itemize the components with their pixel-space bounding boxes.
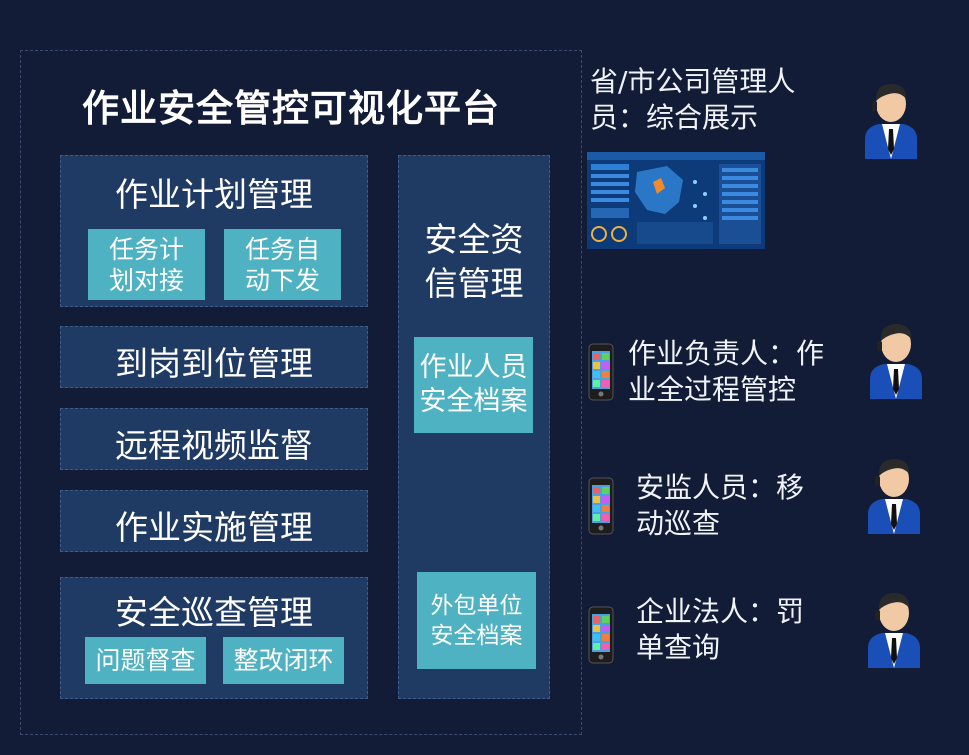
person-icon [868, 459, 920, 534]
sub-task-auto-dispatch: 任务自动下发 [224, 229, 341, 300]
module-label: 作业计划管理 [115, 175, 313, 214]
role-line: 安监人员：移 [636, 471, 805, 504]
module-safety-patrol: 安全巡查管理 问题督查 整改闭环 [60, 577, 368, 699]
phone-icon [588, 343, 614, 401]
sub-task-plan-docking: 任务计划对接 [88, 229, 205, 300]
sub-line: 作业人员 [419, 352, 528, 383]
module-remote-video: 远程视频监督 [60, 408, 368, 470]
sub-line: 安全档案 [430, 622, 523, 649]
sub-line: 外包单位 [430, 592, 523, 619]
platform-title: 作业安全管控可视化平台 [82, 87, 500, 130]
sub-contractor-archive: 外包单位安全档案 [417, 572, 536, 669]
dashboard-screen-icon [587, 152, 765, 249]
sub-line: 安全档案 [419, 386, 528, 417]
sub-line: 划对接 [108, 265, 184, 295]
person-icon [868, 593, 920, 668]
module-label: 远程视频监督 [115, 426, 313, 465]
role-line: 单查询 [636, 631, 721, 664]
role-text-legal-person: 企业法人：罚 单查询 [636, 594, 804, 666]
person-icon [870, 324, 922, 399]
module-plan-management: 作业计划管理 任务计划对接 任务自动下发 [60, 155, 368, 307]
label-line: 信管理 [424, 264, 524, 303]
module-onsite-management: 到岗到位管理 [60, 326, 368, 388]
role-line: 动巡查 [636, 507, 721, 540]
sub-problem-supervision: 问题督查 [85, 637, 206, 684]
module-label: 安全巡查管理 [115, 593, 313, 632]
sub-line: 任务计 [108, 234, 184, 264]
role-line: 企业法人：罚 [636, 595, 805, 628]
role-line: 业全过程管控 [628, 373, 797, 406]
role-line: 省/市公司管理人 [590, 65, 796, 98]
sub-worker-archive: 作业人员安全档案 [414, 337, 533, 433]
module-safety-info: 安全资 信管理 作业人员安全档案 外包单位安全档案 [398, 155, 550, 699]
phone-icon [588, 606, 614, 664]
person-icon [865, 84, 917, 159]
sub-line: 问题督查 [95, 646, 196, 675]
sub-rectification-loop: 整改闭环 [223, 637, 344, 684]
platform-frame [20, 50, 582, 735]
label-line: 安全资 [424, 220, 524, 259]
sub-line: 任务自 [244, 234, 320, 264]
role-line: 作业负责人：作 [628, 337, 825, 370]
role-text-safety-inspector: 安监人员：移 动巡查 [636, 470, 804, 542]
module-label: 到岗到位管理 [115, 344, 313, 383]
role-text-manager: 省/市公司管理人 员：综合展示 [590, 64, 795, 136]
module-label: 作业实施管理 [115, 508, 313, 547]
role-text-work-leader: 作业负责人：作 业全过程管控 [628, 336, 824, 408]
sub-line: 整改闭环 [233, 646, 334, 675]
role-line: 员：综合展示 [590, 101, 759, 134]
module-implementation: 作业实施管理 [60, 490, 368, 552]
sub-line: 动下发 [244, 265, 320, 295]
module-label: 安全资 信管理 [399, 218, 549, 306]
phone-icon [588, 477, 614, 535]
